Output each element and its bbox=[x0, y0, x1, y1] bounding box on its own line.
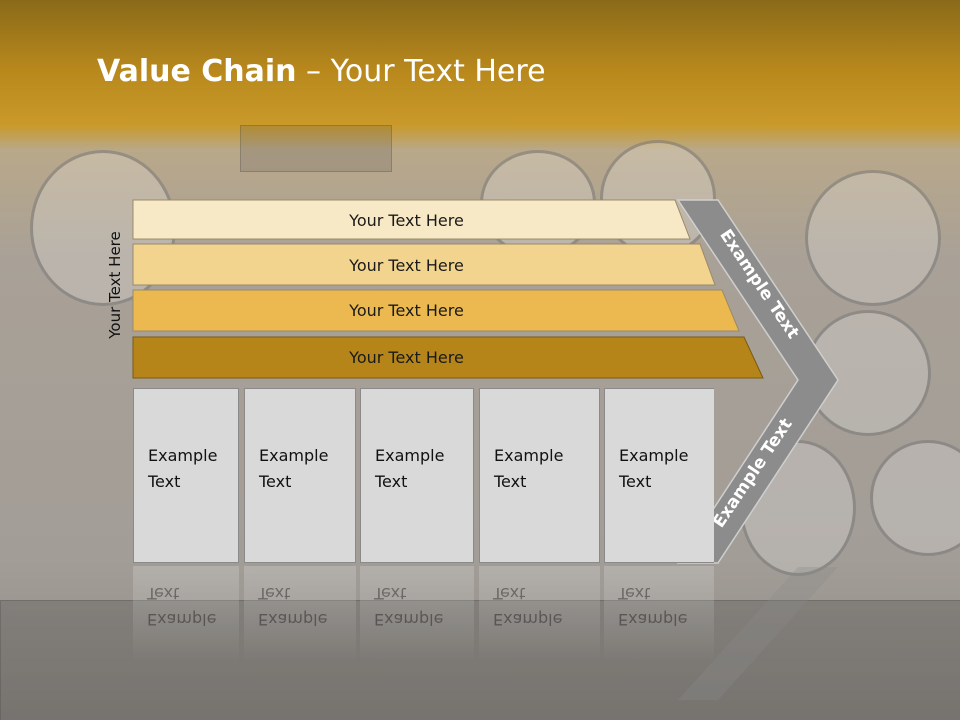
chevron-shape bbox=[676, 199, 839, 564]
chevron-reflection bbox=[678, 567, 838, 700]
background-gauge bbox=[870, 440, 960, 556]
background-panel bbox=[0, 600, 960, 720]
bar-shape-4 bbox=[132, 336, 764, 379]
box-2-line2: Text bbox=[259, 472, 292, 491]
bar-label-4: Your Text Here bbox=[349, 347, 464, 367]
box-5-line1: Example bbox=[619, 446, 689, 465]
box-5-line2: Text bbox=[619, 472, 652, 491]
bar-1: Your Text Here bbox=[133, 200, 690, 240]
bar-shape-2 bbox=[132, 243, 716, 286]
title-bold: Value Chain bbox=[97, 54, 297, 89]
bar-shape-1 bbox=[132, 199, 691, 240]
box-1-line1: Example bbox=[148, 446, 218, 465]
box-4-line1: Example bbox=[494, 446, 564, 465]
bar-label-1: Your Text Here bbox=[349, 210, 464, 230]
background-gauge bbox=[805, 170, 941, 306]
box-4-line2: Text bbox=[494, 472, 527, 491]
title-rest: – Your Text Here bbox=[296, 54, 546, 89]
box-1-line2: Text bbox=[148, 472, 181, 491]
bar-2: Your Text Here bbox=[133, 245, 690, 285]
chevron-bottom-label: Example Text bbox=[709, 415, 797, 532]
slide-title: Value Chain – Your Text Here bbox=[97, 54, 546, 89]
box-3-line1: Example bbox=[375, 446, 445, 465]
bar-3: Your Text Here bbox=[133, 290, 690, 330]
bar-4: Your Text Here bbox=[133, 337, 690, 377]
bar-label-3: Your Text Here bbox=[349, 300, 464, 320]
background-panel bbox=[240, 125, 392, 172]
box-3-line2: Text bbox=[375, 472, 408, 491]
box-2-line1: Example bbox=[259, 446, 329, 465]
bar-label-2: Your Text Here bbox=[349, 255, 464, 275]
bar-shape-3 bbox=[132, 289, 740, 332]
